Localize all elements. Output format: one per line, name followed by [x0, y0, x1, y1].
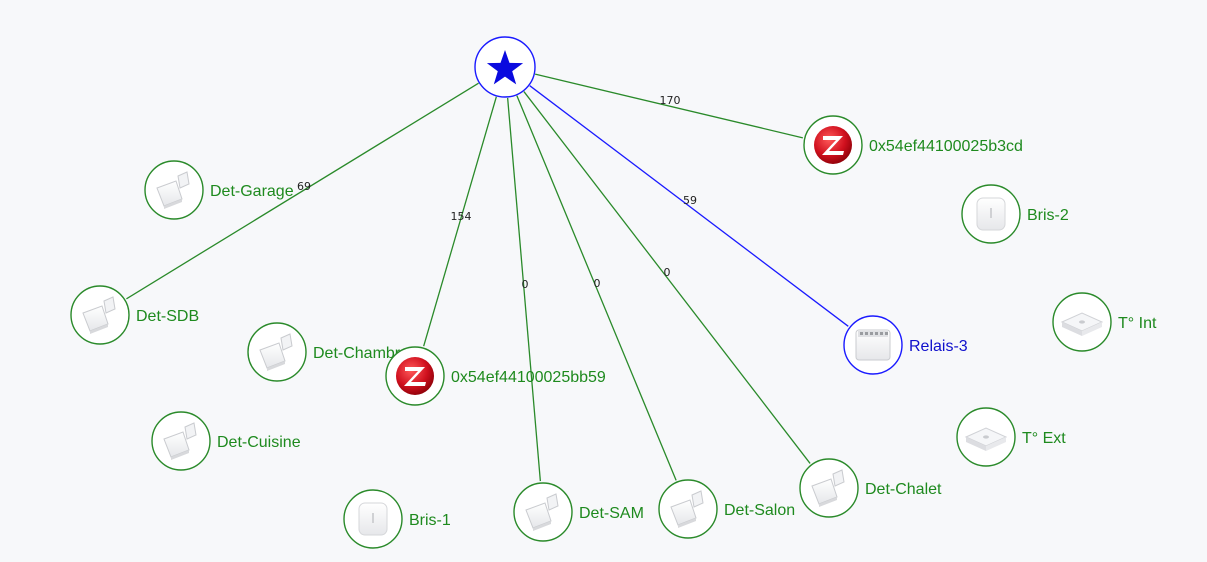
device-node[interactable]: Det-SDB	[70, 285, 199, 345]
link-line	[523, 91, 811, 464]
device-node-label: Bris-1	[409, 512, 451, 529]
device-node[interactable]: Relais-3	[843, 315, 968, 375]
device-node[interactable]: Det-SAM	[513, 482, 644, 542]
door-sensor-icon	[156, 171, 190, 209]
device-node-label: Det-Salon	[724, 502, 795, 519]
star-icon	[486, 50, 524, 85]
glass-break-sensor-icon	[976, 197, 1006, 231]
zigbee-logo-icon	[814, 126, 852, 164]
device-node[interactable]: T° Int	[1052, 292, 1157, 352]
device-node[interactable]: Bris-1	[343, 489, 451, 549]
device-node-label: Det-Cuisine	[217, 434, 301, 451]
device-node-label: Det-Chambre	[313, 345, 409, 362]
link-lqi-label: 69	[297, 180, 311, 193]
device-node[interactable]: 0x54ef44100025b3cd	[803, 115, 1023, 175]
link-line	[423, 96, 497, 347]
device-node-label: Det-Chalet	[865, 481, 942, 498]
device-node[interactable]: Det-Salon	[658, 479, 795, 539]
temperature-sensor-icon	[1060, 312, 1104, 336]
relay-module-icon	[855, 329, 891, 361]
link-line	[529, 85, 849, 327]
temperature-sensor-icon	[964, 427, 1008, 451]
coordinator-node[interactable]	[474, 36, 536, 98]
link-lqi-label: 59	[683, 194, 697, 207]
link-lqi-label: 170	[660, 94, 681, 107]
device-node-label: Bris-2	[1027, 207, 1069, 224]
link-line	[535, 73, 803, 139]
device-node-label: Det-SDB	[136, 308, 199, 325]
link-lqi-label: 0	[664, 266, 671, 279]
device-node[interactable]: 0x54ef44100025bb59	[385, 346, 606, 406]
link-line	[516, 95, 677, 481]
door-sensor-icon	[811, 469, 845, 507]
door-sensor-icon	[525, 493, 559, 531]
link-line	[126, 82, 479, 300]
device-node-label: 0x54ef44100025bb59	[451, 369, 606, 386]
door-sensor-icon	[163, 422, 197, 460]
device-node-label: T° Ext	[1022, 430, 1066, 447]
device-node[interactable]: Bris-2	[961, 184, 1069, 244]
device-node-label: Relais-3	[909, 338, 968, 355]
glass-break-sensor-icon	[358, 502, 388, 536]
device-node-label: 0x54ef44100025b3cd	[869, 138, 1023, 155]
link-line	[506, 97, 542, 482]
device-node[interactable]: Det-Chambre	[247, 322, 409, 382]
device-node[interactable]: Det-Chalet	[799, 458, 942, 518]
device-node[interactable]: T° Ext	[956, 407, 1066, 467]
device-node-label: T° Int	[1118, 315, 1157, 332]
links-layer: 170 59 69 154 0 0 0	[126, 73, 849, 482]
device-node[interactable]: Det-Garage	[144, 160, 294, 220]
link-lqi-label: 0	[522, 278, 529, 291]
door-sensor-icon	[670, 490, 704, 528]
door-sensor-icon	[82, 296, 116, 334]
device-node-label: Det-SAM	[579, 505, 644, 522]
link-lqi-label: 0	[594, 277, 601, 290]
device-node-label: Det-Garage	[210, 183, 294, 200]
device-node[interactable]: Det-Cuisine	[151, 411, 301, 471]
zigbee-logo-icon	[396, 357, 434, 395]
door-sensor-icon	[259, 333, 293, 371]
link-lqi-label: 154	[451, 210, 472, 223]
